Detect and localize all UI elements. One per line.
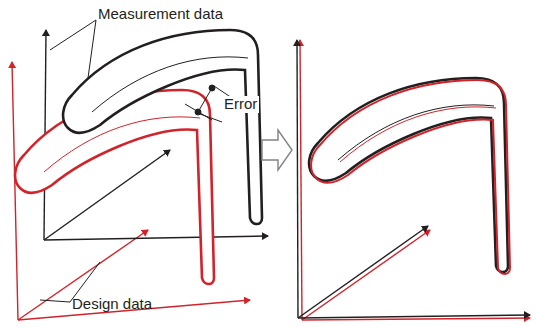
aligned-design-axes [300, 40, 530, 320]
design-shape [15, 90, 214, 284]
aligned-measurement-axes [297, 40, 530, 318]
measurement-shape [63, 30, 262, 224]
measurement-label: Measurement data [98, 6, 223, 23]
aligned-shapes [309, 78, 510, 274]
transform-arrow [262, 130, 292, 170]
leader-lines [40, 20, 100, 302]
design-label: Design data [72, 296, 152, 313]
error-label: Error [222, 96, 259, 113]
